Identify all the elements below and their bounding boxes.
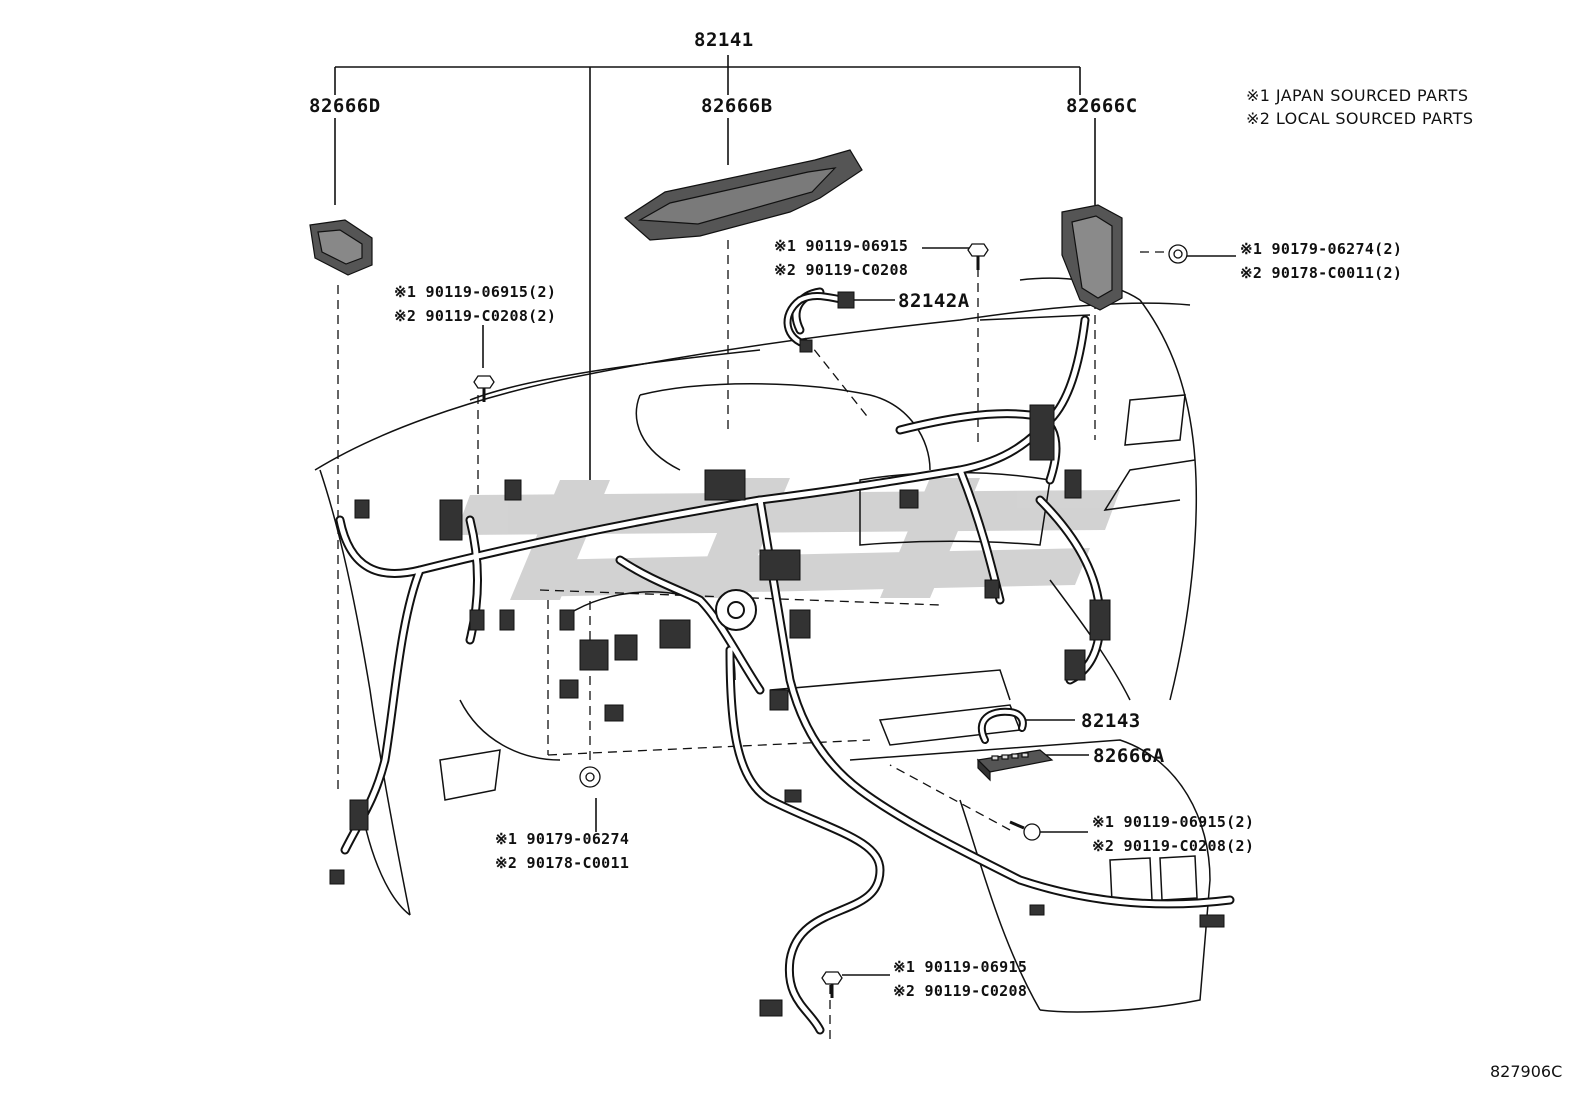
bolt-upper-left: [473, 375, 495, 402]
callout-line-japan: ※1 90119-06915(2): [1092, 813, 1255, 831]
part-82666b-bracket: [624, 149, 863, 241]
part-82142a-wire: [783, 291, 855, 353]
callout-line-local: ※2 90178-C0011(2): [1240, 264, 1403, 282]
label-82141: 82141: [694, 29, 754, 51]
callout-upper-center-bolt: ※1 90119-06915 ※2 90119-C0208: [774, 234, 908, 282]
legend-local: ※2 LOCAL SOURCED PARTS: [1246, 109, 1474, 128]
dashed-lines: [337, 240, 1170, 1045]
callout-line-local: ※2 90119-C0208(2): [1092, 837, 1255, 855]
callout-line-local: ※2 90119-C0208: [893, 982, 1028, 1000]
bolt-upper-center: [967, 243, 989, 270]
callout-lower-center-bolt: ※1 90119-06915 ※2 90119-C0208: [893, 955, 1027, 1003]
part-82143-wire: [977, 707, 1027, 744]
callout-upper-right-nut: ※1 90179-06274(2) ※2 90178-C0011(2): [1240, 237, 1402, 285]
callout-line-local: ※2 90119-C0208(2): [394, 307, 557, 325]
label-82666a: 82666A: [1093, 745, 1165, 767]
label-82666d: 82666D: [309, 95, 381, 117]
callout-lower-right-bolt: ※1 90119-06915(2) ※2 90119-C0208(2): [1092, 810, 1254, 858]
callout-line-japan: ※1 90179-06274(2): [1240, 240, 1403, 258]
nut-lower-left: [579, 766, 601, 788]
harness-connectors: [329, 404, 1225, 1017]
callout-line-japan: ※1 90179-06274: [495, 830, 630, 848]
label-82666b: 82666B: [701, 95, 773, 117]
callout-line-local: ※2 90178-C0011: [495, 854, 630, 872]
leader-lines: [334, 55, 1236, 976]
bolt-lower-center: [821, 971, 843, 998]
callout-upper-left-bolt: ※1 90119-06915(2) ※2 90119-C0208(2): [394, 280, 556, 328]
bolt-lower-right: [1009, 820, 1041, 841]
legend-japan: ※1 JAPAN SOURCED PARTS: [1246, 86, 1469, 105]
label-82142a: 82142A: [898, 290, 970, 312]
nut-upper-right: [1168, 244, 1188, 264]
diagram-code: 827906C: [1490, 1062, 1563, 1081]
label-82666c: 82666C: [1066, 95, 1138, 117]
callout-line-japan: ※1 90119-06915: [774, 237, 909, 255]
callout-line-japan: ※1 90119-06915: [893, 958, 1028, 976]
part-82666c-bracket: [1061, 204, 1123, 311]
label-82143: 82143: [1081, 710, 1141, 732]
callout-lower-left-nut: ※1 90179-06274 ※2 90178-C0011: [495, 827, 629, 875]
part-82666a-block: [976, 749, 1054, 782]
callout-line-local: ※2 90119-C0208: [774, 261, 909, 279]
source-legend: ※1 JAPAN SOURCED PARTS ※2 LOCAL SOURCED …: [1246, 84, 1473, 130]
part-82666d-bracket: [309, 219, 373, 276]
callout-line-japan: ※1 90119-06915(2): [394, 283, 557, 301]
dashboard-outline: [314, 277, 1211, 1013]
